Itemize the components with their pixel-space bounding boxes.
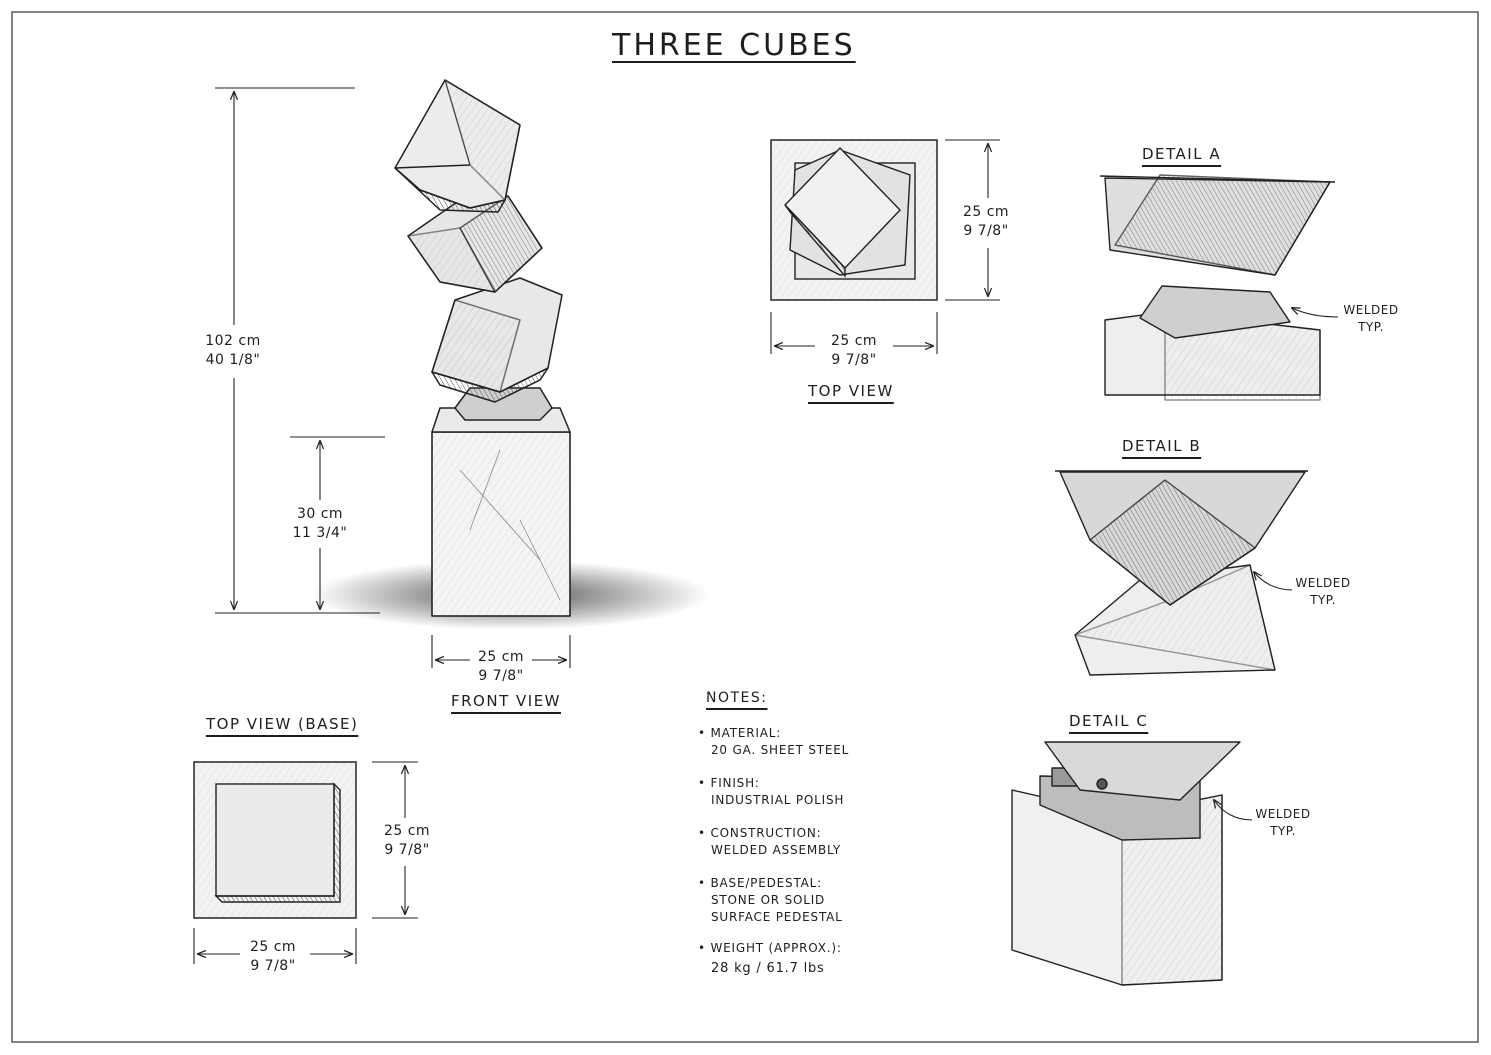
base-width-dimension: 25 cm 9 7/8" [233,938,313,976]
detail-b-typ: TYP. [1310,593,1336,607]
note-weight: • WEIGHT (APPROX.): 28 kg / 61.7 lbs [698,941,842,976]
note-material-label: MATERIAL: [710,726,782,740]
note-base: • BASE/PEDESTAL: STONE OR SOLID SURFACE … [698,876,843,924]
detail-a-weld-note: WELDED TYP. [1336,302,1406,336]
note-construction-label: CONSTRUCTION: [710,826,822,840]
top-cube [394,79,521,213]
detail-c-weld-note: WELDED TYP. [1248,806,1318,840]
total-height-cm: 102 cm [205,333,261,349]
pedestal-height-dimension: 30 cm 11 3/4" [280,505,360,543]
pedestal-height-cm: 30 cm [296,506,344,522]
front-width-dimension: 25 cm 9 7/8" [461,648,541,686]
page-title: THREE CUBES [612,28,856,63]
base-width-cm: 25 cm [249,939,297,955]
middle-cube [407,195,543,293]
top-depth-cm: 25 cm [962,204,1010,220]
detail-a-label: DETAIL A [1142,145,1222,163]
top-width-cm: 25 cm [830,333,878,349]
note-material-value: 20 GA. SHEET STEEL [711,743,850,757]
note-material: • MATERIAL: 20 GA. SHEET STEEL [698,726,850,757]
pedestal-height-in: 11 3/4" [292,525,348,541]
detail-c-drawing [1011,741,1241,986]
detail-b-weld-note: WELDED TYP. [1288,575,1358,609]
top-depth-in: 9 7/8" [963,223,1009,239]
detail-c-leader [1214,800,1253,821]
note-construction-value: WELDED ASSEMBLY [711,843,842,857]
detail-b-drawing [1055,470,1308,676]
detail-b-leader [1254,572,1293,591]
detail-a-welded: WELDED [1343,303,1399,317]
lower-cube [431,277,563,403]
note-construction: • CONSTRUCTION: WELDED ASSEMBLY [698,826,842,857]
note-base-value-2: SURFACE PEDESTAL [711,910,843,924]
detail-b-welded: WELDED [1295,576,1351,590]
note-base-value: STONE OR SOLID [711,893,826,907]
detail-a-drawing [1099,174,1336,401]
top-view-base-dimensions [193,761,418,964]
front-view-label: FRONT VIEW [451,692,562,710]
note-base-label: BASE/PEDESTAL: [710,876,822,890]
note-finish: • FINISH: INDUSTRIAL POLISH [698,776,845,807]
top-view-base-drawing [193,761,357,919]
front-width-in: 9 7/8" [478,668,524,684]
top-width-dimension: 25 cm 9 7/8" [814,332,894,370]
base-depth-in: 9 7/8" [384,842,430,858]
top-view-drawing [770,139,938,301]
front-view-sculpture [310,79,710,630]
base-depth-dimension: 25 cm 9 7/8" [367,822,447,860]
note-weight-label: WEIGHT (APPROX.): [710,941,842,955]
note-finish-label: FINISH: [710,776,760,790]
detail-c-typ: TYP. [1270,824,1296,838]
note-finish-value: INDUSTRIAL POLISH [711,793,845,807]
top-width-in: 9 7/8" [831,352,877,368]
top-depth-dimension: 25 cm 9 7/8" [946,203,1026,241]
pedestal [431,407,571,617]
detail-c-label: DETAIL C [1069,712,1149,730]
front-dimensions [215,87,571,668]
total-height-dimension: 102 cm 40 1/8" [193,332,273,370]
front-width-cm: 25 cm [477,649,525,665]
total-height-in: 40 1/8" [205,352,261,368]
detail-a-typ: TYP. [1358,320,1384,334]
top-view-dimensions [770,139,1000,354]
note-weight-value: 28 kg / 61.7 lbs [711,961,825,976]
detail-a-leader [1292,308,1339,318]
top-view-label: TOP VIEW [808,382,894,400]
base-depth-cm: 25 cm [383,823,431,839]
detail-b-label: DETAIL B [1122,437,1202,455]
base-width-in: 9 7/8" [250,958,296,974]
detail-c-welded: WELDED [1255,807,1311,821]
top-view-base-label: TOP VIEW (BASE) [206,715,359,733]
sheet-border [11,11,1479,1043]
notes-heading: NOTES: [706,690,768,706]
